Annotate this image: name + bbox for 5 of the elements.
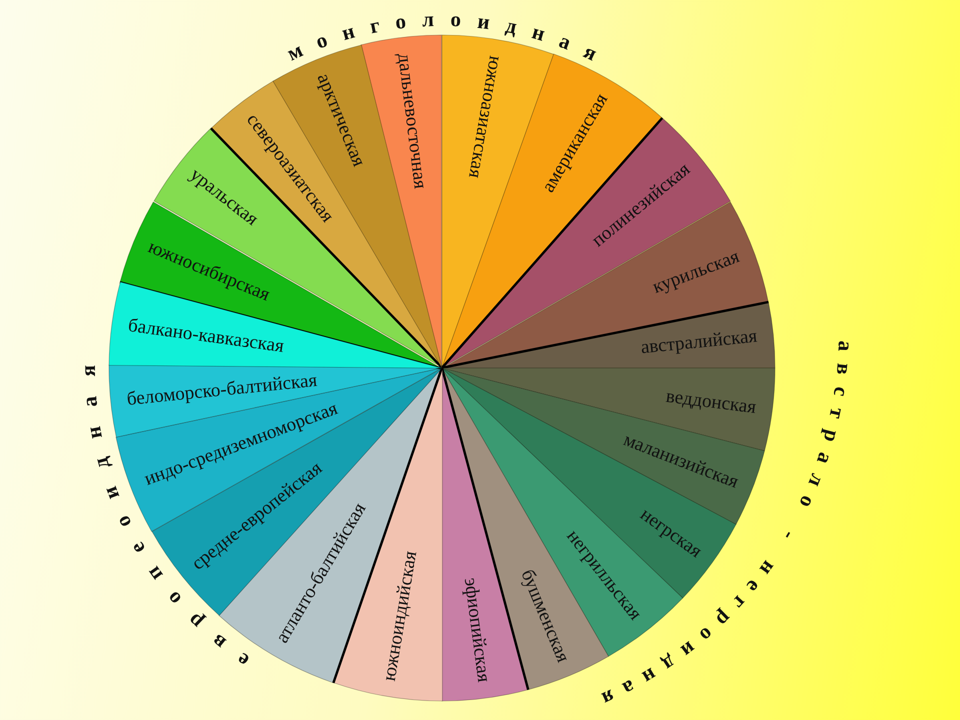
segment-label: австралийская — [640, 327, 758, 358]
segment-label: эфиопийская — [460, 576, 493, 684]
segment-label: веддонская — [665, 386, 758, 418]
pie-wedge — [442, 302, 775, 368]
segment-label: южноиндийская — [380, 550, 421, 682]
